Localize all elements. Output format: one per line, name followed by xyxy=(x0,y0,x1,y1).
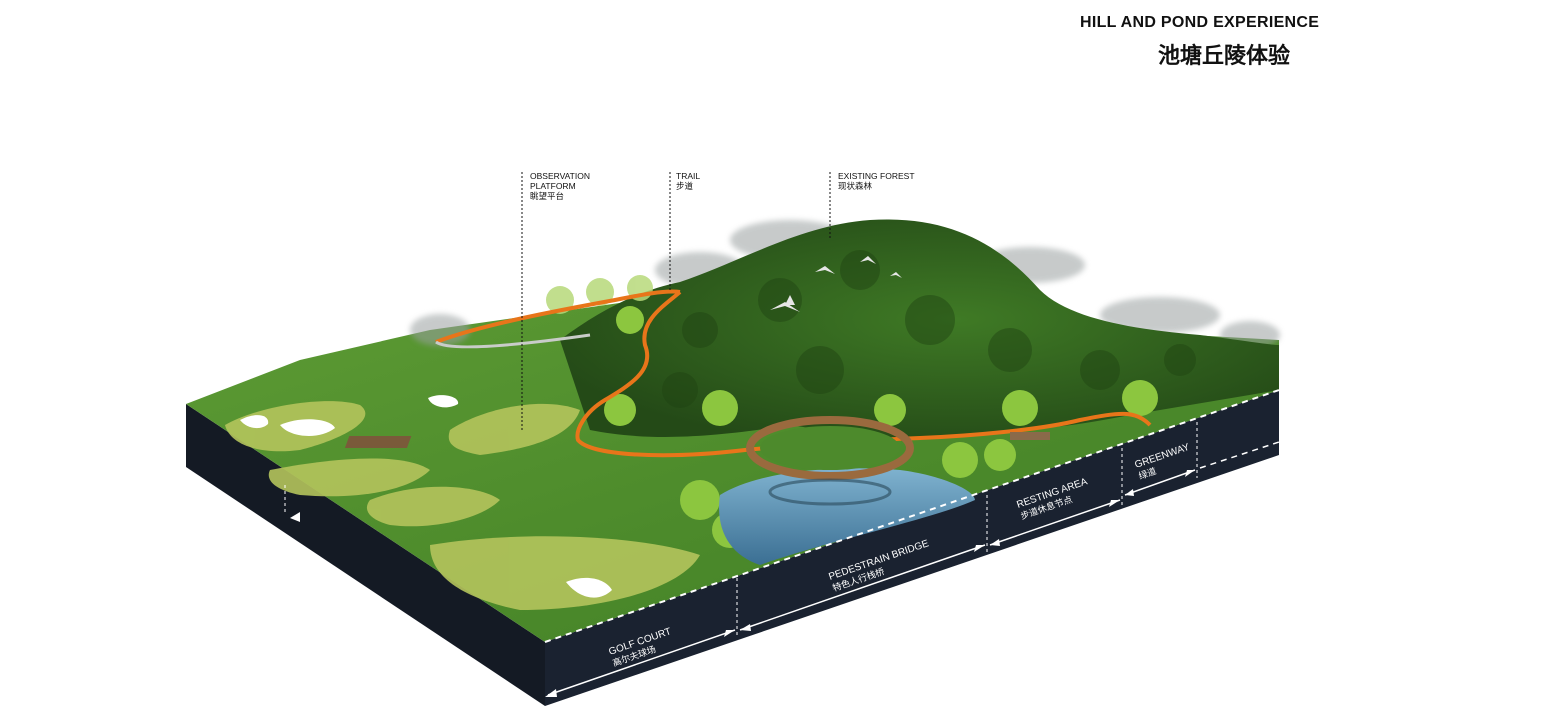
existing-forest-hill xyxy=(560,219,1279,442)
top-edge-dashed xyxy=(544,389,1280,643)
callout-trail-en: TRAIL xyxy=(676,171,701,181)
zone-dividers xyxy=(736,422,1198,638)
bird-icons xyxy=(770,256,902,312)
callout-observation-zh: 眺望平台 xyxy=(530,191,565,201)
callout-trail: TRAIL 步道 xyxy=(676,171,700,191)
bridge-reflection xyxy=(768,478,892,506)
sand-bunkers xyxy=(240,395,612,598)
page-title-zh: 池塘丘陵体验 xyxy=(1158,43,1291,68)
callout-forest-zh: 现状森林 xyxy=(838,181,873,191)
zone-dimension-lines xyxy=(547,441,1280,696)
callout-existing-forest: EXISTING FOREST 现状森林 xyxy=(838,171,915,191)
callout-observation-platform: OBSERVATION PLATFORM 眺望平台 xyxy=(530,171,590,201)
observation-platform xyxy=(435,289,681,344)
wood-deck-left xyxy=(344,436,412,448)
forest-texture xyxy=(662,250,1196,408)
arrowheads xyxy=(290,470,1195,697)
trail-path xyxy=(575,290,1152,458)
wood-deck-right xyxy=(1010,432,1050,440)
base-front-side xyxy=(545,390,1279,706)
platform-underside xyxy=(435,333,591,349)
callout-trail-zh: 步道 xyxy=(676,181,694,191)
callout-observation-en-2: PLATFORM xyxy=(530,181,576,191)
pedestrian-bridge-inner xyxy=(760,426,900,470)
page-title-en: HILL AND POND EXPERIENCE xyxy=(1080,14,1320,31)
pedestrian-bridge-ring xyxy=(746,416,914,480)
pond xyxy=(719,468,975,565)
callout-observation-en-1: OBSERVATION xyxy=(530,171,590,181)
callout-forest-en: EXISTING FOREST xyxy=(838,171,915,181)
